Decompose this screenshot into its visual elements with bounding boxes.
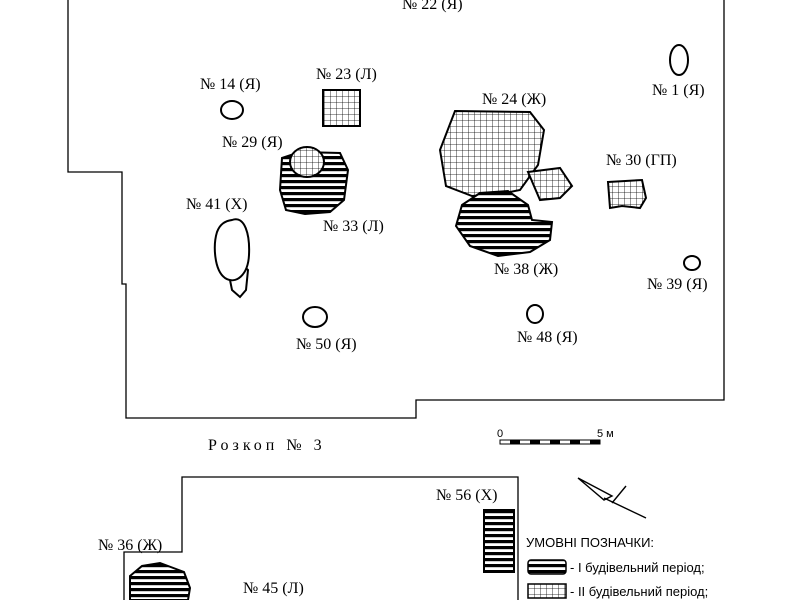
- feature-41-shape: [213, 218, 251, 299]
- feature-50-shape: [302, 306, 328, 328]
- legend-label-period-1: - І будівельний період;: [570, 560, 705, 575]
- feature-14-shape: [220, 100, 244, 120]
- feature-48-shape: [526, 304, 544, 324]
- feature-label-24: № 24 (Ж): [482, 91, 546, 108]
- feature-label-38: № 38 (Ж): [494, 261, 558, 278]
- legend-heading: УМОВНІ ПОЗНАЧКИ:: [526, 535, 654, 550]
- legend-swatch-period-1: [527, 559, 567, 575]
- feature-label-22: № 22 (Я): [402, 0, 463, 13]
- scale-label-end: 5 м: [597, 428, 614, 440]
- feature-label-23: № 23 (Л): [316, 66, 377, 83]
- feature-label-41: № 41 (Х): [186, 196, 247, 213]
- scale-bar: [499, 439, 601, 445]
- feature-label-29: № 29 (Я): [222, 134, 283, 151]
- feature-label-56: № 56 (Х): [436, 487, 497, 504]
- feature-label-45: № 45 (Л): [243, 580, 304, 597]
- feature-label-50: № 50 (Я): [296, 336, 357, 353]
- legend: УМОВНІ ПОЗНАЧКИ: - І будівельний період;…: [526, 535, 708, 599]
- feature-38-shape: [454, 189, 554, 258]
- excavation-boundary-upper: [67, 0, 725, 419]
- feature-label-14: № 14 (Я): [200, 76, 261, 93]
- feature-56-shape: [483, 509, 515, 573]
- feature-label-30: № 30 (ГП): [606, 152, 677, 169]
- feature-label-36: № 36 (Ж): [98, 537, 162, 554]
- legend-label-period-2: - ІІ будівельний період;: [570, 584, 708, 599]
- feature-label-48: № 48 (Я): [517, 329, 578, 346]
- excavation-boundary-lower: [123, 476, 519, 600]
- north-arrow-icon: [577, 477, 647, 519]
- feature-label-1: № 1 (Я): [652, 82, 705, 99]
- excavation-title: Розкоп № 3: [208, 437, 326, 454]
- feature-1-shape: [669, 44, 689, 76]
- feature-label-39: № 39 (Я): [647, 276, 708, 293]
- feature-36-shape: [129, 561, 192, 600]
- feature-29-shape: [289, 146, 325, 178]
- feature-39-shape: [683, 255, 701, 271]
- feature-23-shape: [322, 89, 361, 127]
- feature-label-33: № 33 (Л): [323, 218, 384, 235]
- feature-30-shape: [606, 178, 648, 210]
- scale-label-zero: 0: [497, 428, 503, 440]
- legend-swatch-period-2: [527, 583, 567, 599]
- feature-24-shape: [438, 109, 574, 202]
